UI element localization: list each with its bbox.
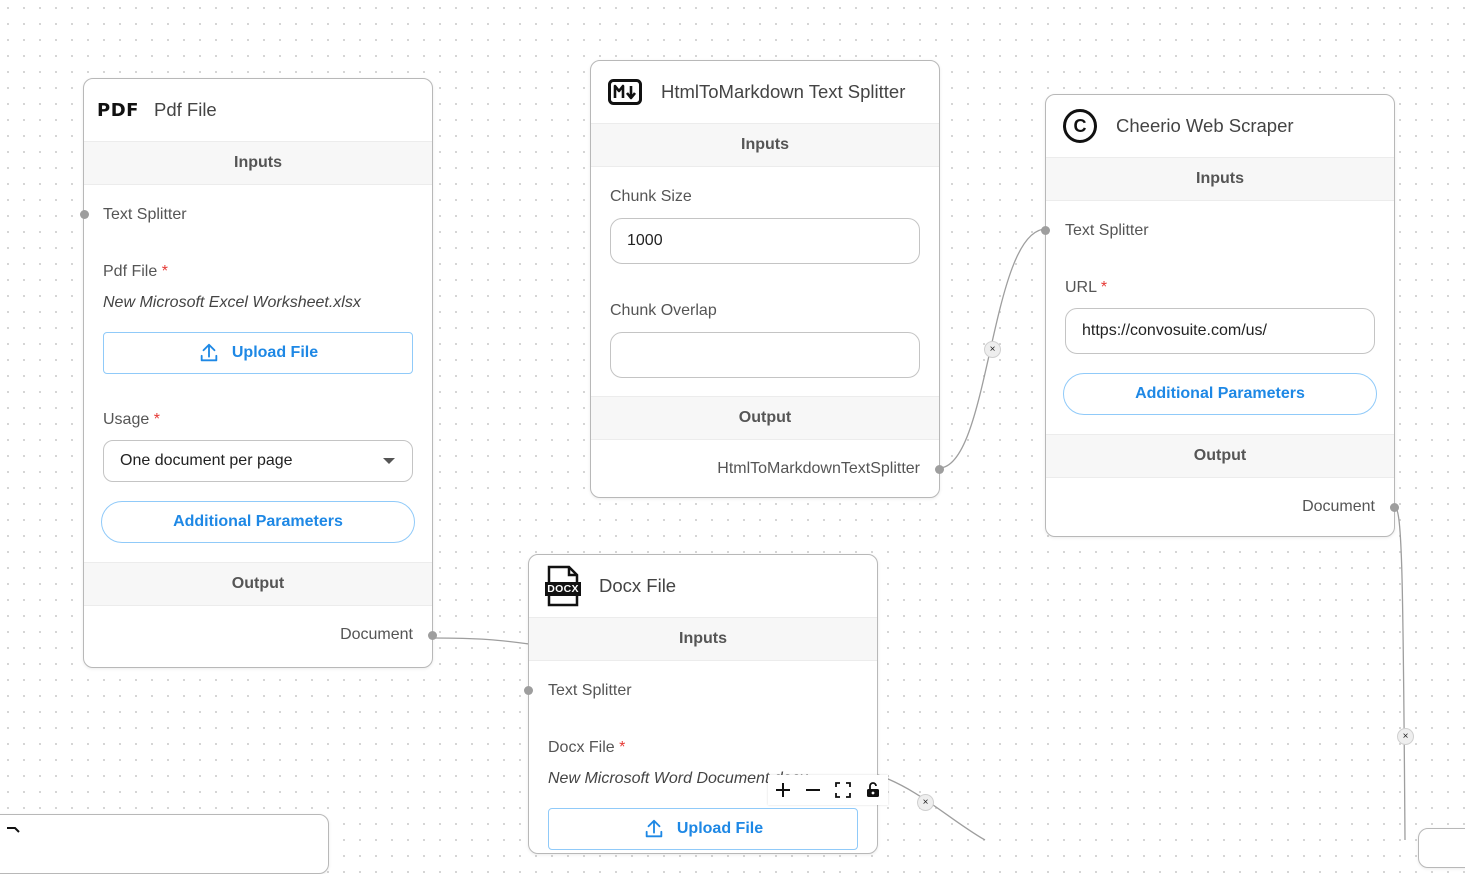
chunk-overlap-field: Chunk Overlap xyxy=(591,264,939,378)
document-output-label: Document xyxy=(1302,498,1375,515)
document-output-label: Document xyxy=(340,626,413,643)
required-mark: * xyxy=(1100,279,1108,296)
additional-parameters-button[interactable]: Additional Parameters xyxy=(1063,373,1377,415)
edge-delete-button[interactable]: × xyxy=(917,794,934,811)
markdown-icon xyxy=(607,74,643,110)
node-title: HtmlToMarkdown Text Splitter xyxy=(661,81,906,102)
node-header: DOCX Docx File xyxy=(529,555,877,617)
url-field: URL * https://convosuite.com/us/ xyxy=(1046,261,1394,354)
docx-file-field: Docx File * New Microsoft Word Document.… xyxy=(529,721,877,850)
output-header: Output xyxy=(84,562,432,606)
required-mark: * xyxy=(161,263,168,280)
node-title: Pdf File xyxy=(154,99,217,120)
inputs-header: Inputs xyxy=(529,617,877,661)
output-row: Document xyxy=(1046,478,1399,536)
text-splitter-row: Text Splitter xyxy=(524,661,877,721)
docx-file-label-text: Docx File xyxy=(548,739,615,756)
text-splitter-label: Text Splitter xyxy=(1065,222,1149,239)
upload-file-label: Upload File xyxy=(676,820,764,837)
input-handle[interactable] xyxy=(524,686,533,695)
input-handle[interactable] xyxy=(1041,226,1050,235)
output-header: Output xyxy=(1046,434,1394,478)
upload-icon xyxy=(645,819,663,838)
usage-label-text: Usage xyxy=(103,411,150,428)
docx-file-name: New Microsoft Word Document.docx xyxy=(548,770,808,787)
inputs-header: Inputs xyxy=(1046,157,1394,201)
docx-icon: DOCX xyxy=(545,565,581,607)
edge-delete-button[interactable]: × xyxy=(1397,728,1414,745)
output-handle[interactable] xyxy=(1390,503,1399,512)
chevron-down-icon xyxy=(383,458,395,464)
required-mark: * xyxy=(153,411,160,428)
chunk-overlap-label: Chunk Overlap xyxy=(610,302,717,319)
input-handle[interactable] xyxy=(80,210,89,219)
url-label-text: URL xyxy=(1065,279,1097,296)
file-icon xyxy=(5,826,21,847)
lock-icon[interactable] xyxy=(860,777,886,803)
text-splitter-label: Text Splitter xyxy=(548,682,632,699)
htmltomarkdown-output-label: HtmlToMarkdownTextSplitter xyxy=(717,460,920,477)
output-row: Document xyxy=(84,606,437,664)
pdf-file-field: Pdf File * New Microsoft Excel Worksheet… xyxy=(84,245,432,374)
canvas-controls xyxy=(768,775,888,805)
text-splitter-label: Text Splitter xyxy=(103,206,187,223)
output-handle[interactable] xyxy=(428,631,437,640)
pdf-file-name: New Microsoft Excel Worksheet.xlsx xyxy=(103,294,361,311)
node-header: C Cheerio Web Scraper xyxy=(1046,95,1394,157)
usage-field: Usage * One document per page xyxy=(84,374,432,482)
docx-file-node[interactable]: DOCX Docx File Inputs Text Splitter Docx… xyxy=(524,554,878,854)
fit-view-icon[interactable] xyxy=(830,777,856,803)
usage-value: One document per page xyxy=(120,452,293,469)
edge-cheerio-down xyxy=(1393,505,1406,840)
usage-label: Usage * xyxy=(103,411,413,429)
node-title: Docx File xyxy=(599,575,677,596)
required-mark: * xyxy=(619,739,626,756)
chunk-overlap-input[interactable] xyxy=(610,332,920,378)
additional-params-wrap: Additional Parameters xyxy=(1046,354,1394,434)
partial-node-bottom-right[interactable] xyxy=(1418,828,1465,868)
cheerio-web-scraper-node[interactable]: C Cheerio Web Scraper Inputs Text Splitt… xyxy=(1041,94,1399,537)
pdf-file-node[interactable]: PDF Pdf File Inputs Text Splitter Pdf Fi… xyxy=(80,78,437,668)
pdf-icon: PDF xyxy=(97,99,139,121)
edge-delete-button[interactable]: × xyxy=(984,341,1001,358)
htmltomarkdown-node[interactable]: HtmlToMarkdown Text Splitter Inputs Chun… xyxy=(590,60,944,498)
upload-file-label: Upload File xyxy=(231,344,319,361)
upload-icon xyxy=(200,343,218,362)
additional-parameters-button[interactable]: Additional Parameters xyxy=(101,501,415,543)
usage-select[interactable]: One document per page xyxy=(103,440,413,482)
pdf-file-label-text: Pdf File xyxy=(103,263,158,280)
additional-params-wrap: Additional Parameters xyxy=(84,482,432,562)
cheerio-icon: C xyxy=(1062,108,1098,144)
chunk-size-input[interactable]: 1000 xyxy=(610,218,920,264)
partial-node-bottom-left[interactable] xyxy=(0,814,329,874)
pdf-file-label: Pdf File * xyxy=(103,263,413,281)
output-header: Output xyxy=(591,396,939,440)
chunk-size-field: Chunk Size 1000 xyxy=(591,167,939,264)
output-handle[interactable] xyxy=(935,465,944,474)
node-header: PDF Pdf File xyxy=(84,79,432,141)
inputs-header: Inputs xyxy=(591,123,939,167)
output-row: HtmlToMarkdownTextSplitter xyxy=(591,440,944,498)
text-splitter-row: Text Splitter xyxy=(1041,201,1394,261)
upload-file-button[interactable]: Upload File xyxy=(103,332,413,374)
docx-file-label: Docx File * xyxy=(548,739,858,757)
node-header: HtmlToMarkdown Text Splitter xyxy=(591,61,939,123)
upload-file-button[interactable]: Upload File xyxy=(548,808,858,850)
zoom-out-icon[interactable] xyxy=(800,777,826,803)
url-label: URL * xyxy=(1065,279,1375,297)
chunk-size-label: Chunk Size xyxy=(610,188,692,205)
zoom-in-icon[interactable] xyxy=(770,777,796,803)
node-title: Cheerio Web Scraper xyxy=(1116,115,1294,136)
url-input[interactable]: https://convosuite.com/us/ xyxy=(1065,308,1375,354)
inputs-header: Inputs xyxy=(84,141,432,185)
text-splitter-row: Text Splitter xyxy=(80,185,432,245)
edge-pdf-to-docx xyxy=(431,637,530,645)
